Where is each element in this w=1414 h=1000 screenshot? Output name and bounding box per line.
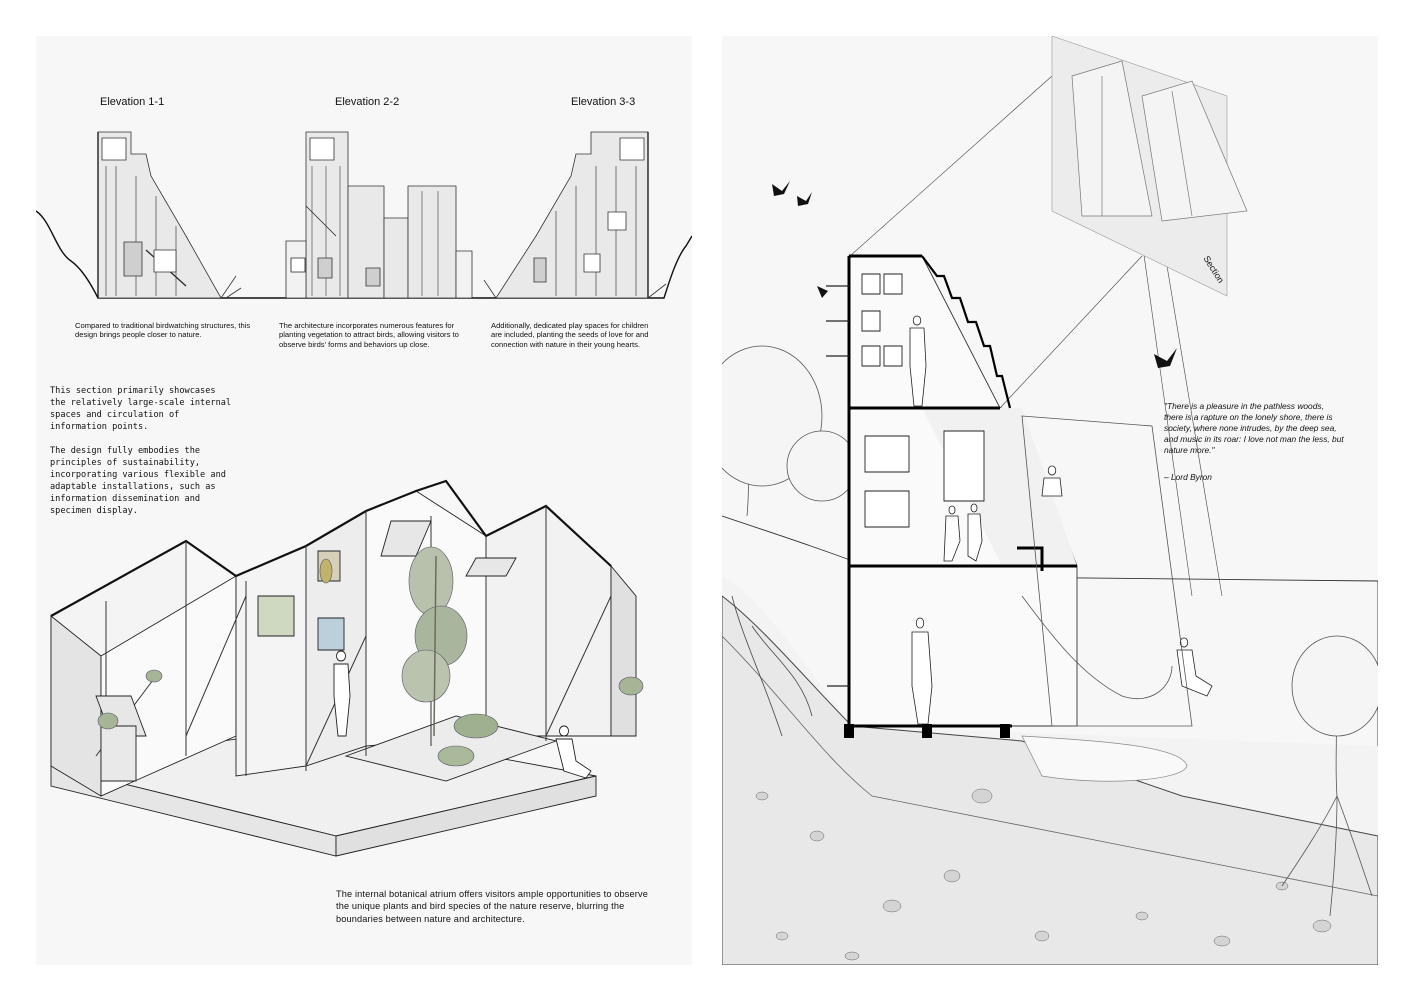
quote-block: "There is a pleasure in the pathless woo…	[1164, 401, 1344, 455]
elevation-1-title: Elevation 1-1	[100, 96, 165, 108]
left-sheet: Elevation 1-1 Elevation 2-2 Elevation 3-…	[36, 36, 692, 965]
elevation-2-title: Elevation 2-2	[335, 96, 400, 108]
elevation-3-title: Elevation 3-3	[571, 96, 636, 108]
section-drawing	[722, 36, 1378, 965]
elevation-2-caption: The architecture incorporates numerous f…	[279, 321, 459, 349]
elevation-3-drawing	[484, 132, 666, 298]
right-tree	[1282, 636, 1378, 916]
axonometric-drawing	[36, 36, 692, 965]
left-tree	[722, 346, 857, 516]
birds	[772, 181, 1177, 368]
atrium-description: The internal botanical atrium offers vis…	[336, 889, 649, 924]
right-sheet: Section "There is a pleasure in the path…	[722, 36, 1378, 965]
elevations-drawing	[36, 36, 692, 336]
building-section	[826, 256, 1212, 738]
quote-author: – Lord Byron	[1164, 472, 1212, 482]
section-mini-drawing	[1072, 61, 1247, 221]
elevation-3-caption: Additionally, dedicated play spaces for …	[491, 321, 649, 349]
elevation-2-drawing	[286, 132, 472, 298]
elevation-1-caption: Compared to traditional birdwatching str…	[75, 321, 251, 340]
elevation-1-drawing	[98, 132, 241, 298]
